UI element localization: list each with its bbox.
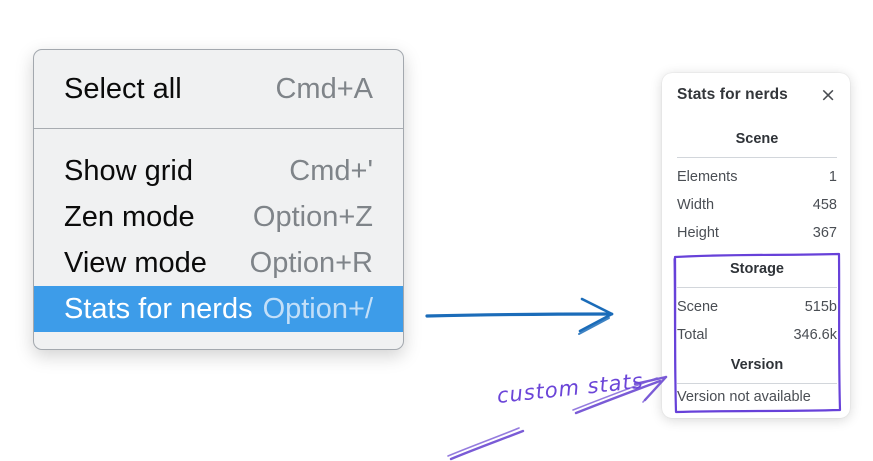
menu-item-zen-mode[interactable]: Zen mode Option+Z [34,194,403,240]
stat-value: 346.6k [793,327,837,343]
annotation-arrow-icon [447,375,668,461]
divider [677,287,837,288]
menu-item-shortcut: Option+R [249,246,373,279]
stat-row-height: Height 367 [677,219,837,247]
stat-label: Total [677,327,708,343]
menu-item-label: Stats for nerds [64,292,253,325]
stat-label: Width [677,197,715,213]
stat-label: Scene [677,299,719,315]
menu-item-label: Zen mode [64,200,195,233]
menu-item-label: Select all [64,72,182,105]
stat-row-total-storage: Total 346.6k [677,321,837,349]
menu-item-shortcut: Option+Z [252,200,373,233]
stats-panel-title: Stats for nerds [677,85,788,103]
divider [677,157,837,158]
close-button[interactable]: × [819,83,837,106]
menu-item-show-grid[interactable]: Show grid Cmd+' [34,148,403,194]
version-note: Version not available [677,389,811,405]
section-heading-storage: Storage [730,261,784,277]
menu-item-shortcut: Cmd+A [275,72,373,105]
stat-row-elements: Elements 1 [677,163,837,191]
stat-value: 458 [812,197,837,213]
context-menu: Select all Cmd+A Show grid Cmd+' Zen mod… [33,49,404,350]
stat-label: Height [677,225,719,241]
menu-to-panel-arrow-icon [425,297,614,335]
menu-item-shortcut: Cmd+' [289,154,373,187]
stats-panel: Stats for nerds × Scene Elements 1 Width… [662,73,850,418]
section-heading-version: Version [730,357,784,373]
stat-value: 367 [812,225,837,241]
stat-value: 515b [804,299,837,315]
menu-item-label: View mode [64,246,207,279]
menu-item-label: Show grid [64,154,193,187]
menu-group-top: Select all Cmd+A [34,50,403,129]
stat-value: 1 [828,169,837,185]
stats-panel-header: Stats for nerds × [677,85,837,104]
custom-stats-annotation: custom stats [495,368,645,408]
divider [677,383,837,384]
stat-row-width: Width 458 [677,191,837,219]
section-heading-scene: Scene [735,131,779,147]
stat-row-scene-storage: Scene 515b [677,293,837,321]
menu-item-stats-for-nerds[interactable]: Stats for nerds Option+/ [34,286,403,332]
stat-label: Elements [677,169,738,185]
menu-item-shortcut: Option+/ [262,292,373,325]
menu-item-select-all[interactable]: Select all Cmd+A [34,67,403,111]
menu-group-bottom: Show grid Cmd+' Zen mode Option+Z View m… [34,129,403,349]
menu-item-view-mode[interactable]: View mode Option+R [34,240,403,286]
close-icon: × [820,83,836,106]
